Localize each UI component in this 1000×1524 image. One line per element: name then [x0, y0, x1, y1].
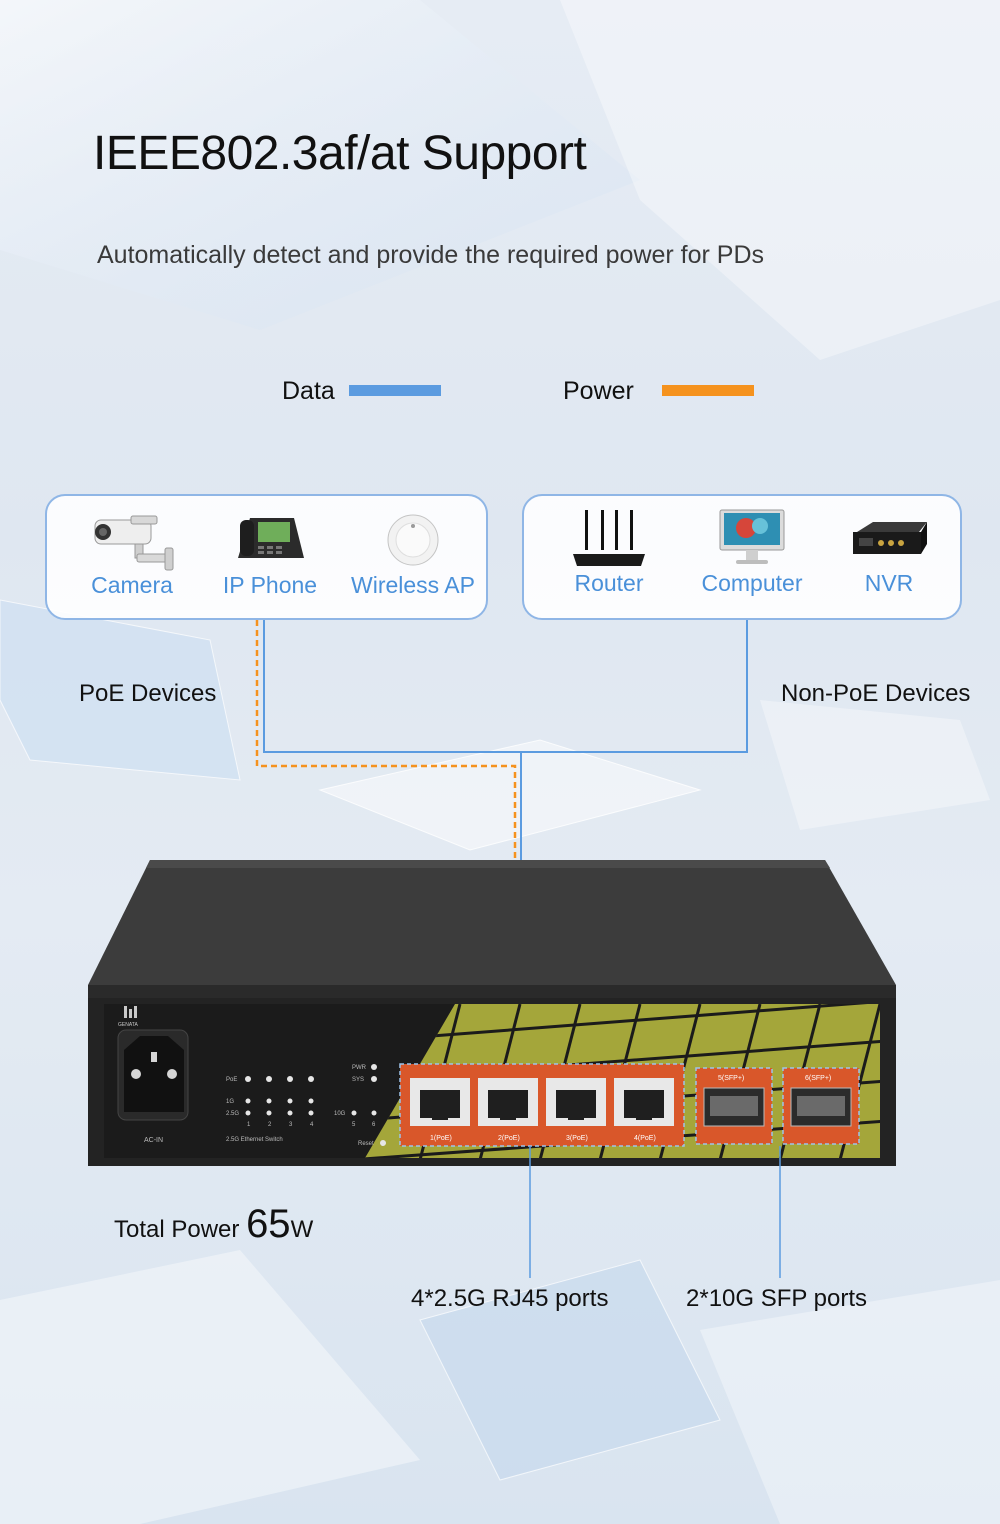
- legend-data-line: [349, 385, 441, 396]
- led-label-reset: Reset: [358, 1141, 374, 1147]
- power-line-poe: [255, 620, 517, 1062]
- led-label-2-5g: 2.5G: [226, 1111, 239, 1117]
- device-label-ip-phone: IP Phone: [222, 572, 318, 598]
- rj45-ports-callout: 4*2.5G RJ45 ports: [411, 1285, 609, 1312]
- sfp-port-label-5: 5(SFP+): [718, 1075, 744, 1082]
- legend-data-label: Data: [282, 377, 335, 405]
- rj45-port-1: [410, 1078, 470, 1126]
- rj45-port-4: [614, 1078, 674, 1126]
- poe-devices-label: PoE Devices: [79, 680, 217, 707]
- sfp-port-6: 6(SFP+): [782, 1067, 860, 1145]
- rj45-port-label-1: 1(PoE): [430, 1135, 452, 1142]
- router-icon: [573, 510, 645, 566]
- ip-phone-icon: [238, 518, 304, 558]
- device-camera: Camera: [77, 510, 187, 599]
- led-num-1: 1: [247, 1122, 251, 1128]
- switch-top-cover: [88, 860, 896, 985]
- ac-power-socket: AC-IN: [117, 1029, 189, 1144]
- non-poe-devices-label: Non-PoE Devices: [781, 680, 971, 707]
- sfp-port-label-6: 6(SFP+): [805, 1075, 831, 1082]
- rj45-port-label-2: 2(PoE): [498, 1135, 520, 1142]
- device-label-router: Router: [574, 570, 644, 596]
- rj45-port-2: [478, 1078, 538, 1126]
- status-leds: [245, 1064, 386, 1146]
- brand-text: GENATA: [118, 1022, 138, 1028]
- model-label: 2.5G Ethernet Switch: [226, 1137, 283, 1143]
- led-num-2: 2: [268, 1122, 272, 1128]
- device-ip-phone: IP Phone: [215, 510, 325, 599]
- ac-in-label: AC-IN: [144, 1137, 163, 1144]
- wireless-ap-icon: [387, 514, 439, 566]
- rj45-port-3: [546, 1078, 606, 1126]
- led-label-1g: 1G: [226, 1099, 234, 1105]
- non-poe-devices-box: Router Computer NVR: [522, 494, 962, 620]
- legend-power-label: Power: [563, 377, 634, 405]
- total-power-unit: W: [290, 1216, 314, 1243]
- sfp-ports-callout: 2*10G SFP ports: [686, 1285, 867, 1312]
- switch-pattern-panel: [365, 1004, 880, 1158]
- total-power: Total Power 65W: [114, 1202, 313, 1247]
- led-num-4: 4: [310, 1122, 314, 1128]
- legend-power-line: [662, 385, 754, 396]
- total-power-value: 65: [246, 1202, 291, 1246]
- data-line-poe: [263, 620, 522, 1062]
- switch-front-panel: [88, 998, 896, 1166]
- page-title: IEEE802.3af/at Support: [93, 127, 587, 180]
- poe-devices-box: Camera IP Phone Wireless AP: [45, 494, 488, 620]
- led-label-pwr: PWR: [352, 1065, 367, 1071]
- brand-logo: GENATA: [118, 1006, 138, 1028]
- led-label-poe: PoE: [226, 1077, 237, 1083]
- rj45-ports: [410, 1078, 674, 1126]
- device-label-computer: Computer: [701, 570, 803, 596]
- device-label-wireless-ap: Wireless AP: [351, 572, 475, 598]
- page-subtitle: Automatically detect and provide the req…: [97, 241, 765, 269]
- sfp-port-5: 5(SFP+): [695, 1067, 773, 1145]
- device-wireless-ap: Wireless AP: [347, 510, 479, 599]
- device-label-camera: Camera: [91, 572, 173, 598]
- total-power-prefix: Total Power: [114, 1216, 240, 1243]
- rj45-port-block: [400, 1064, 684, 1146]
- rj45-port-label-4: 4(PoE): [634, 1135, 656, 1142]
- rj45-port-label-3: 3(PoE): [566, 1135, 588, 1142]
- device-router: Router: [554, 508, 664, 597]
- camera-icon: [94, 515, 174, 571]
- device-nvr: NVR: [834, 508, 944, 597]
- led-num-5: 5: [352, 1122, 356, 1128]
- nvr-icon: [853, 522, 927, 554]
- data-line-non-poe: [521, 620, 748, 753]
- device-label-nvr: NVR: [864, 570, 914, 596]
- led-num-6: 6: [372, 1122, 376, 1128]
- device-computer: Computer: [692, 508, 812, 597]
- led-label-10g: 10G: [334, 1111, 346, 1117]
- computer-icon: [719, 509, 785, 564]
- led-num-3: 3: [289, 1122, 293, 1128]
- led-label-sys: SYS: [352, 1077, 364, 1083]
